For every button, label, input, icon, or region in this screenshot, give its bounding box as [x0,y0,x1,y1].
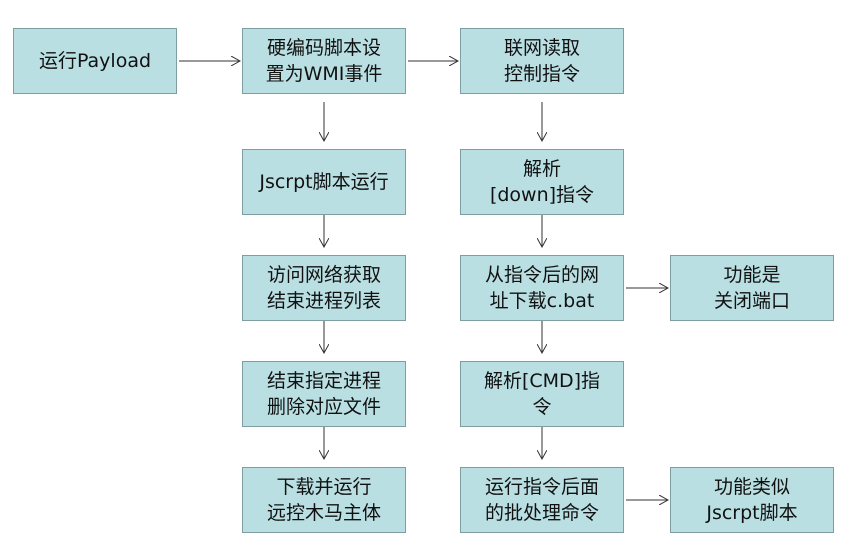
node-label: 解析[CMD]指 令 [483,370,601,418]
node-label: 功能类似 Jscrpt脚本 [706,476,798,524]
node-label: 解析 [down]指令 [489,158,595,206]
node-label: 联网读取 控制指令 [503,37,580,85]
node-close-ports: 功能是 关闭端口 [670,255,834,321]
node-run-payload: 运行Payload [13,28,177,94]
node-kill-delete: 结束指定进程 删除对应文件 [242,361,406,427]
node-download-rat: 下载并运行 远控木马主体 [242,467,406,533]
node-label: 从指令后的网 址下载c.bat [484,264,599,312]
node-label: Jscrpt脚本运行 [259,171,389,193]
node-label: 功能是 关闭端口 [713,264,790,312]
node-label: 访问网络获取 结束进程列表 [266,264,381,312]
node-wmi-event: 硬编码脚本设 置为WMI事件 [242,28,406,94]
node-download-cbat: 从指令后的网 址下载c.bat [460,255,624,321]
node-label: 硬编码脚本设 置为WMI事件 [265,37,383,85]
node-label: 下载并运行 远控木马主体 [266,476,381,524]
node-label: 结束指定进程 删除对应文件 [266,370,381,418]
node-jscript-run: Jscrpt脚本运行 [242,149,406,215]
node-parse-down: 解析 [down]指令 [460,149,624,215]
node-get-kill-list: 访问网络获取 结束进程列表 [242,255,406,321]
node-run-batch: 运行指令后面 的批处理命令 [460,467,624,533]
node-label: 运行指令后面 的批处理命令 [484,476,599,524]
node-like-jscript: 功能类似 Jscrpt脚本 [670,467,834,533]
node-label: 运行Payload [38,50,152,72]
node-parse-cmd: 解析[CMD]指 令 [460,361,624,427]
node-fetch-commands: 联网读取 控制指令 [460,28,624,94]
